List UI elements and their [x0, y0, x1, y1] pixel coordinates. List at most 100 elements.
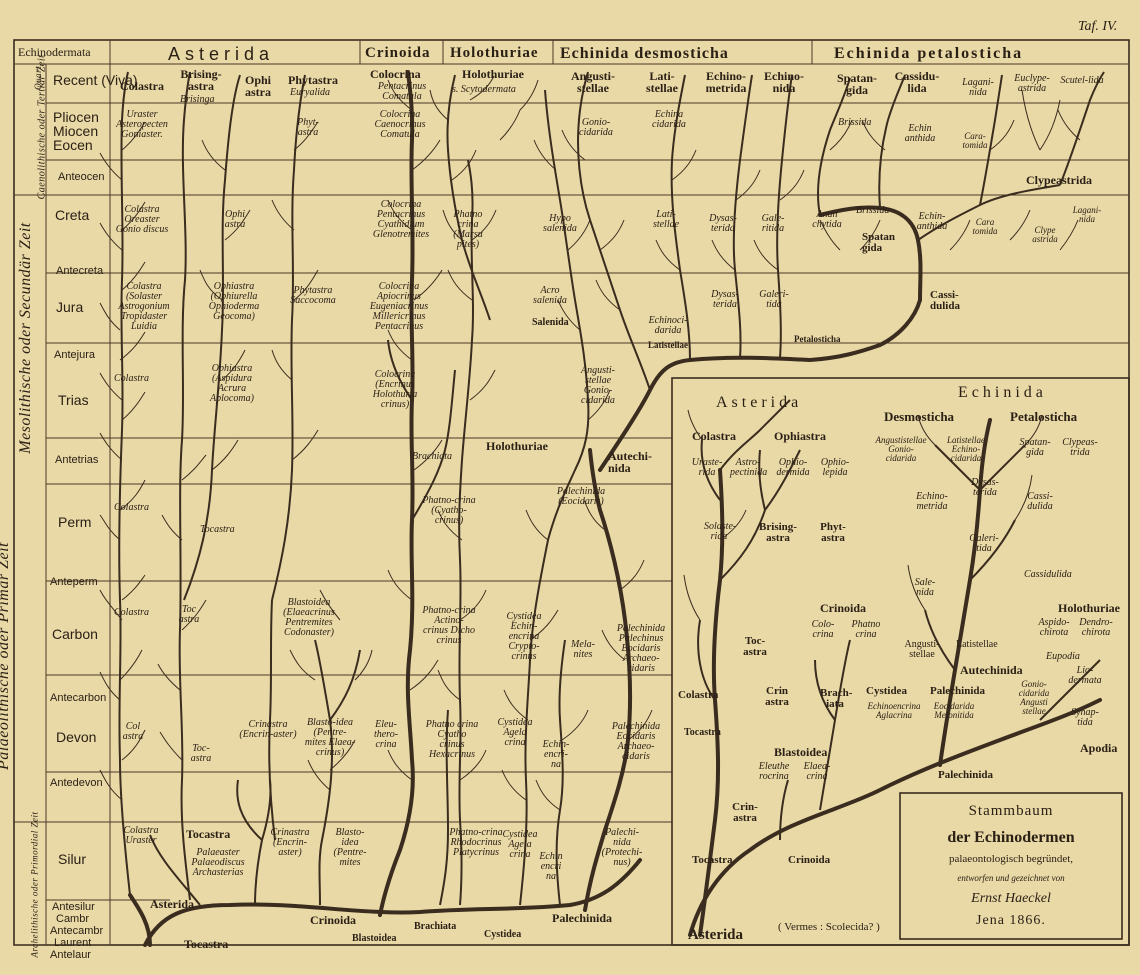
jura-acrosalenida: Acro salenida [533, 285, 567, 306]
inset-desmosticha: Desmosticha [884, 409, 955, 424]
inset-apodia: Apodia [1080, 741, 1118, 755]
jura-colastra: Colastra (Solaster Astrogonium Tropidast… [118, 281, 170, 332]
inset-synaptida: Synap-tida [1071, 707, 1099, 728]
recent-latistellae: Lati-stellae [646, 69, 678, 95]
period-antelaur: Antelaur [50, 949, 91, 961]
recent-spatangida: Spatan-gida [836, 71, 877, 97]
inset-holothuriae: Holothuriae [1058, 601, 1120, 615]
silur-blastoidea: Blasto-idea (Pentre-mites [333, 827, 367, 868]
perm-colastra: Colastra [114, 502, 150, 513]
period-jura: Jura [56, 299, 84, 315]
carbon-melanites: Mela-nites [571, 639, 595, 660]
jura-colocrina: Colocrina Apiocrinus Eugeniacrinus Mille… [369, 281, 429, 332]
devon-cystidea: Cystidea Agela crina [497, 717, 533, 748]
header-echinodermata: Echinodermata [18, 45, 91, 59]
tertiary-echinanthida: Echin anthida [904, 123, 936, 144]
tertiary-caratomida: Cara-tomida [962, 131, 988, 150]
period-antecreta: Antecreta [56, 265, 104, 277]
inset-phytastra: Phyt-astra [820, 521, 846, 544]
inset-tocastra-mid: Toc-astra [743, 635, 767, 658]
creta-phatnocrina: Phatno crina (Marsu pites) [453, 209, 483, 250]
title-line-entworfen: entworfen und gezeichnet von [957, 873, 1065, 883]
recent-cassidulida: Cassidu-lida [894, 69, 940, 95]
period-antecambr: Antecambr [50, 925, 104, 937]
carbon-colastra: Colastra [114, 607, 150, 618]
inset-echinida: Echinida [958, 384, 1047, 401]
plate-label: Taf. IV. [1078, 19, 1118, 34]
period-perm: Perm [58, 514, 92, 530]
devon-phatnocrina: Phatno crina Cyatho crinus Hexacrinus [425, 719, 479, 760]
recent-euclypeastrida: Euclype-astrida [1014, 73, 1050, 94]
carbon-cystidea: Cystidea Echin-encrina Crypto-crinus [506, 611, 542, 662]
inset-palechinida: Palechinida [938, 769, 994, 781]
trias-colastra: Colastra [114, 373, 150, 384]
base-asterida: Asterida [150, 897, 194, 911]
inset-cassidulida: Cassidulida [1024, 569, 1072, 580]
title-line-begruendet: palaeontologisch begründet, [948, 853, 1074, 865]
silur-cystidea: Cystidea Agela crina [502, 829, 538, 860]
period-antedevon: Antedevon [50, 777, 103, 789]
inset-elaeacrina: Elaea-crina [803, 761, 831, 782]
creta-caratomida: Cara tomida [972, 217, 998, 236]
creta-brissida: Brissida [856, 205, 890, 216]
inset-salenida: Sale-nida [914, 577, 936, 598]
creta-galeritida: Gale-ritida [761, 213, 785, 234]
period-antetrias: Antetrias [55, 454, 99, 466]
header-holothuriae: Holothuriae [450, 45, 539, 61]
trias-autechinida: Autechi-nida [608, 449, 652, 475]
era-palaeolithic: Palaeolithische oder Primär Zeit [0, 542, 12, 770]
creta-colastra: Colastra Oreaster Gonio discus [115, 204, 169, 235]
recent-brisinga: Brisinga [180, 94, 215, 105]
header-echinida-desmosticha: Echinida desmosticha [560, 45, 729, 62]
perm-phatnocrina: Phatno-crina (Cyatho-crinus) [422, 495, 476, 526]
inset-brachiata: Brach-iata [820, 687, 853, 710]
inset-eleutherocrina: Eleuthe rocrina [758, 761, 790, 782]
jura-salenida: Salenida [532, 317, 569, 328]
carbon-blastoidea: Blastoidea (Elaeacrinus Pentremites Codo… [283, 597, 335, 638]
period-carbon: Carbon [52, 626, 98, 642]
base-crinoida: Crinoida [310, 913, 357, 927]
inset-aspidochirota: Aspido-chirota [1038, 617, 1070, 638]
era-archeolithic: Archelithische oder Primordial Zeit [29, 811, 40, 958]
jura-dysasterida: Dysas-terida [711, 289, 739, 310]
creta-ananchytida: Anan chytida [812, 209, 842, 230]
recent-brisingastra: Brising-astra [180, 67, 222, 93]
period-silur: Silur [58, 851, 87, 867]
trias-colocrina: Colocrina (Encrinus Holothuria crinus) [372, 369, 418, 410]
inset-colastra: Colastra [678, 689, 719, 701]
period-recent: Recent (Viva) [53, 72, 138, 88]
silur-colastra: Colastra Uraster [123, 825, 159, 846]
tertiary-brissida: Brissida [838, 117, 872, 128]
inset-crinoida: Crinoida [820, 601, 867, 615]
header-echinida-petalosticha: Echinida petalosticha [834, 45, 1024, 62]
inset-latistellae: Latistellae [956, 639, 998, 650]
creta-ophiastra: Ophi astra [224, 209, 246, 230]
main-tree [99, 70, 1105, 947]
trias-angustistellae: Angusti-stellae Gonio-cidarida [581, 365, 615, 406]
recent-ophiastra: Ophi astra [244, 73, 271, 99]
inset-colastra-head: Colastra [692, 429, 736, 443]
devon-eleutherocrina: Eleu-thero-crina [373, 719, 399, 750]
period-devon: Devon [56, 729, 97, 745]
inset-crinoida-low: Crinoida [788, 854, 831, 866]
jura-galeritida: Galeri-tida [759, 289, 789, 310]
inset-asterida-base: Asterida [688, 927, 743, 943]
title-line-echinodermen: der Echinodermen [947, 829, 1075, 846]
tertiary-phytastra: Phyt-astra [297, 117, 319, 138]
devon-palechinida: Palechinida Eocidaris Archaeo-cidaris [611, 721, 661, 762]
period-anteperm: Anteperm [50, 576, 98, 588]
inset-goniocidarida: Gonio-cidarida Angusti stellae [1018, 679, 1050, 716]
creta-latistellae: Lati-stellae [652, 209, 680, 230]
inset-dendrochirota: Dendro-chirota [1079, 617, 1113, 638]
inset-eupodia: Eupodia [1046, 651, 1080, 662]
tertiary-goniocidarida: Gonio-cidarida [579, 117, 613, 138]
title-cartouche: Stammbaum der Echinodermen palaeontologi… [907, 798, 1115, 936]
silur-palaeaster: Palaeaster Palaeodiscus Archasterias [191, 847, 245, 878]
header-asterida: Asterida [168, 44, 275, 64]
title-line-stammbaum: Stammbaum [968, 803, 1054, 819]
base-palechinida: Palechinida [552, 911, 613, 925]
silur-palechinida: Palechi-nida (Protechi-nus) [601, 827, 643, 868]
creta-laganinida: Lagani-nida [1072, 205, 1102, 224]
silur-crinastra: Crinastra (Encrin-aster) [270, 827, 310, 858]
